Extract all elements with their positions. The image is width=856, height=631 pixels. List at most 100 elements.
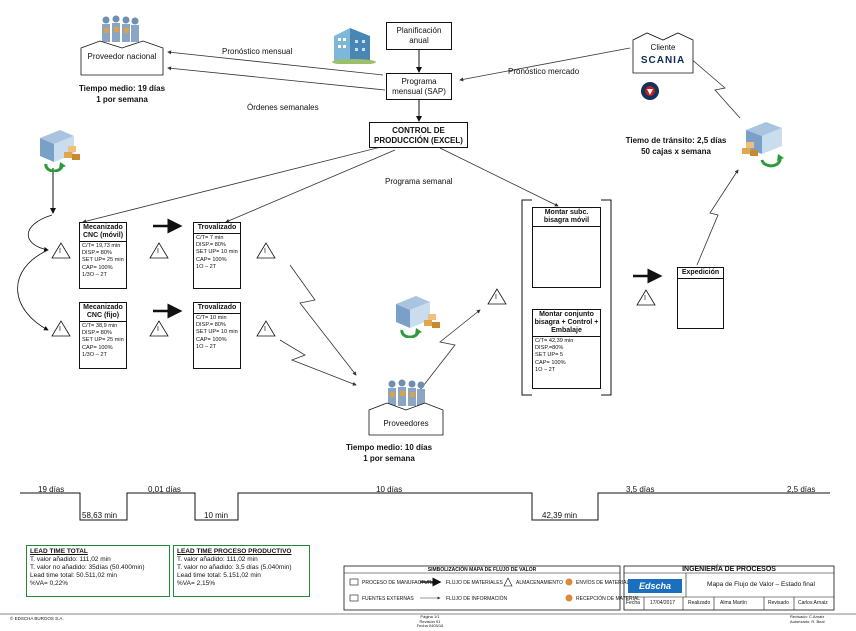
material-curve-1 bbox=[28, 214, 53, 252]
programa-mensual-box: Programa mensual (SAP) bbox=[386, 73, 452, 100]
montar-bracket-r bbox=[601, 199, 612, 396]
legend-item-proceso: PROCESO DE MANUFACTURA bbox=[362, 580, 435, 586]
info-line-prog-mec bbox=[82, 145, 386, 224]
lead-time-total: LEAD TIME TOTAL T. valor añadido: 111,02… bbox=[26, 545, 170, 597]
process-title: Mecanizado CNC (fijo) bbox=[80, 303, 126, 322]
inventory-mark-2: I bbox=[59, 326, 61, 333]
titleblock-fecha: 17/04/2017 bbox=[650, 600, 676, 606]
inventory-mark-4: I bbox=[157, 326, 159, 333]
timeline-day-3: 10 días bbox=[376, 485, 403, 494]
inventory-triangle-1 bbox=[51, 242, 71, 259]
process-mec-fijo: Mecanizado CNC (fijo) C/T= 38,9 min DISP… bbox=[79, 302, 127, 369]
truck-icon-left bbox=[36, 126, 88, 173]
titleblock-realizado: Alma Martín bbox=[720, 600, 747, 606]
process-expedicion: Expedición bbox=[677, 267, 724, 329]
label-pron-mercado: Pronóstico mercado bbox=[508, 67, 580, 76]
legend-frame bbox=[343, 565, 621, 611]
customer-shape: Cliente SCANIA bbox=[632, 32, 694, 74]
inventory-mark-3: I bbox=[157, 248, 159, 255]
truck-icon-middle bbox=[392, 292, 444, 339]
customer-transit: Tiemo de tránsito: 2,5 días bbox=[625, 136, 727, 145]
shipment-zigzag-3 bbox=[419, 309, 481, 391]
info-line-prog-montar bbox=[439, 147, 559, 207]
supplier-top-name: Proveedor nacional bbox=[87, 52, 157, 61]
shipment-zigzag-4 bbox=[696, 169, 739, 266]
label-ordenes: Órdenes semanales bbox=[247, 103, 319, 112]
timeline-line bbox=[20, 492, 830, 521]
shipment-zigzag-2 bbox=[279, 339, 357, 386]
legend-item-recepcion: RECEPCIÓN DE MATERIAL bbox=[576, 596, 641, 602]
timeline-time-2: 10 min bbox=[204, 511, 229, 520]
legend-title: SIMBOLIZACIÓN MAPA DE FLUJO DE VALOR bbox=[427, 567, 537, 573]
process-title: Montar subc. bisagra móvil bbox=[533, 208, 600, 227]
planificacion-box: Planificación anual bbox=[386, 22, 452, 50]
customer-label: Cliente bbox=[650, 43, 676, 52]
supplier-bottom-name: Proveedores bbox=[383, 419, 429, 428]
process-montar-sub: Montar subc. bisagra móvil bbox=[532, 207, 601, 288]
titleblock-revisado: Carlos Arnaiz bbox=[798, 600, 828, 606]
label-pron-mensual: Pronóstico mensual bbox=[222, 47, 293, 56]
inventory-triangle-2 bbox=[51, 320, 71, 337]
customer-boxes: 50 cajas x semana bbox=[641, 147, 711, 156]
shipment-zigzag-1 bbox=[289, 264, 357, 376]
timeline-time-1: 58,63 min bbox=[82, 511, 118, 520]
supplier-bottom-shape: Proveedores bbox=[368, 402, 444, 436]
timeline-time-3: 42,39 min bbox=[542, 511, 578, 520]
customer-brand-logo: SCANIA bbox=[640, 55, 686, 66]
legend-item-flujo-mat: FLUJO DE MATERIALES bbox=[446, 580, 503, 586]
label-prog-semanal: Programa semanal bbox=[385, 177, 453, 186]
timeline-day-2: 0,01 días bbox=[148, 485, 181, 494]
inventory-mark-5: I bbox=[264, 248, 266, 255]
legend-item-flujo-info: FLUJO DE INFORMACIÓN bbox=[446, 596, 508, 602]
control-produccion-box: CONTROL DE PRODUCCIÓN (EXCEL) bbox=[369, 122, 468, 148]
lead-time-proceso: LEAD TIME PROCESO PRODUCTIVO T. valor añ… bbox=[173, 545, 310, 597]
timeline-day-5: 2,5 días bbox=[787, 485, 816, 494]
process-mec-movil: Mecanizado CNC (móvil) C/T= 19,73 min DI… bbox=[79, 222, 127, 289]
process-montar-conj: Montar conjunto bisagra + Control + Emba… bbox=[532, 309, 601, 389]
inventory-triangle-7 bbox=[487, 288, 507, 305]
inventory-triangle-5 bbox=[256, 242, 276, 259]
timeline-day-1: 19 días bbox=[38, 485, 65, 494]
info-line-pron-mensual bbox=[167, 50, 384, 76]
inventory-mark-8: I bbox=[644, 295, 646, 302]
scania-griffin-icon bbox=[640, 80, 660, 102]
supplier-top-freq: 1 por semana bbox=[96, 95, 148, 104]
timeline-day-4: 3,5 días bbox=[626, 485, 655, 494]
process-trov-1: Trovalizado C/T= 7 min DISP.= 80% SET UP… bbox=[193, 222, 241, 289]
inventory-mark-1: I bbox=[59, 248, 61, 255]
edscha-logo: Edscha bbox=[628, 579, 682, 593]
people-icon-top bbox=[98, 14, 142, 46]
supplier-top-tiempo: Tiempo medio: 19 días bbox=[78, 84, 166, 93]
process-title: Mecanizado CNC (móvil) bbox=[80, 223, 126, 242]
titleblock-title: Mapa de Flujo de Valor – Estado final bbox=[707, 581, 815, 588]
building-icon bbox=[330, 20, 378, 65]
footer-center: Página 1/1 Revisión 01 Fecha 0403/16 bbox=[416, 614, 444, 628]
legend-item-almacen: ALMACENAMIENTO bbox=[516, 580, 563, 586]
inventory-triangle-4 bbox=[149, 320, 169, 337]
inventory-mark-7: I bbox=[495, 294, 497, 301]
titleblock-realizado-label: Realizado bbox=[688, 600, 711, 606]
montar-bracket bbox=[521, 199, 532, 396]
shipment-zigzag-5 bbox=[689, 57, 741, 119]
people-icon-bottom bbox=[384, 378, 428, 410]
info-line-prog-trov bbox=[225, 149, 396, 223]
process-title: Montar conjunto bisagra + Control + Emba… bbox=[533, 310, 600, 337]
process-title: Expedición bbox=[678, 268, 723, 279]
legend-item-fuentes: FUENTES EXTERNAS bbox=[362, 596, 414, 602]
truck-icon-right bbox=[736, 118, 788, 168]
inventory-mark-6: I bbox=[264, 326, 266, 333]
titleblock-dept: INGENIERÍA DE PROCESOS bbox=[682, 566, 776, 573]
inventory-triangle-8 bbox=[636, 289, 656, 306]
process-title: Trovalizado bbox=[194, 303, 240, 314]
legend-item-envios: ENVÍOS DE MATERIAL bbox=[576, 580, 630, 586]
inventory-triangle-6 bbox=[256, 320, 276, 337]
process-title: Trovalizado bbox=[194, 223, 240, 234]
titleblock-frame bbox=[623, 565, 835, 611]
inventory-triangle-3 bbox=[149, 242, 169, 259]
titleblock-fecha-label: Fecha bbox=[626, 600, 640, 606]
process-trov-2: Trovalizado C/T= 10 min DISP.= 80% SET U… bbox=[193, 302, 241, 369]
titleblock-revisado-label: Revisado bbox=[768, 600, 789, 606]
info-line-pron-mercado bbox=[459, 47, 631, 82]
supplier-bottom-freq: 1 por semana bbox=[363, 454, 415, 463]
